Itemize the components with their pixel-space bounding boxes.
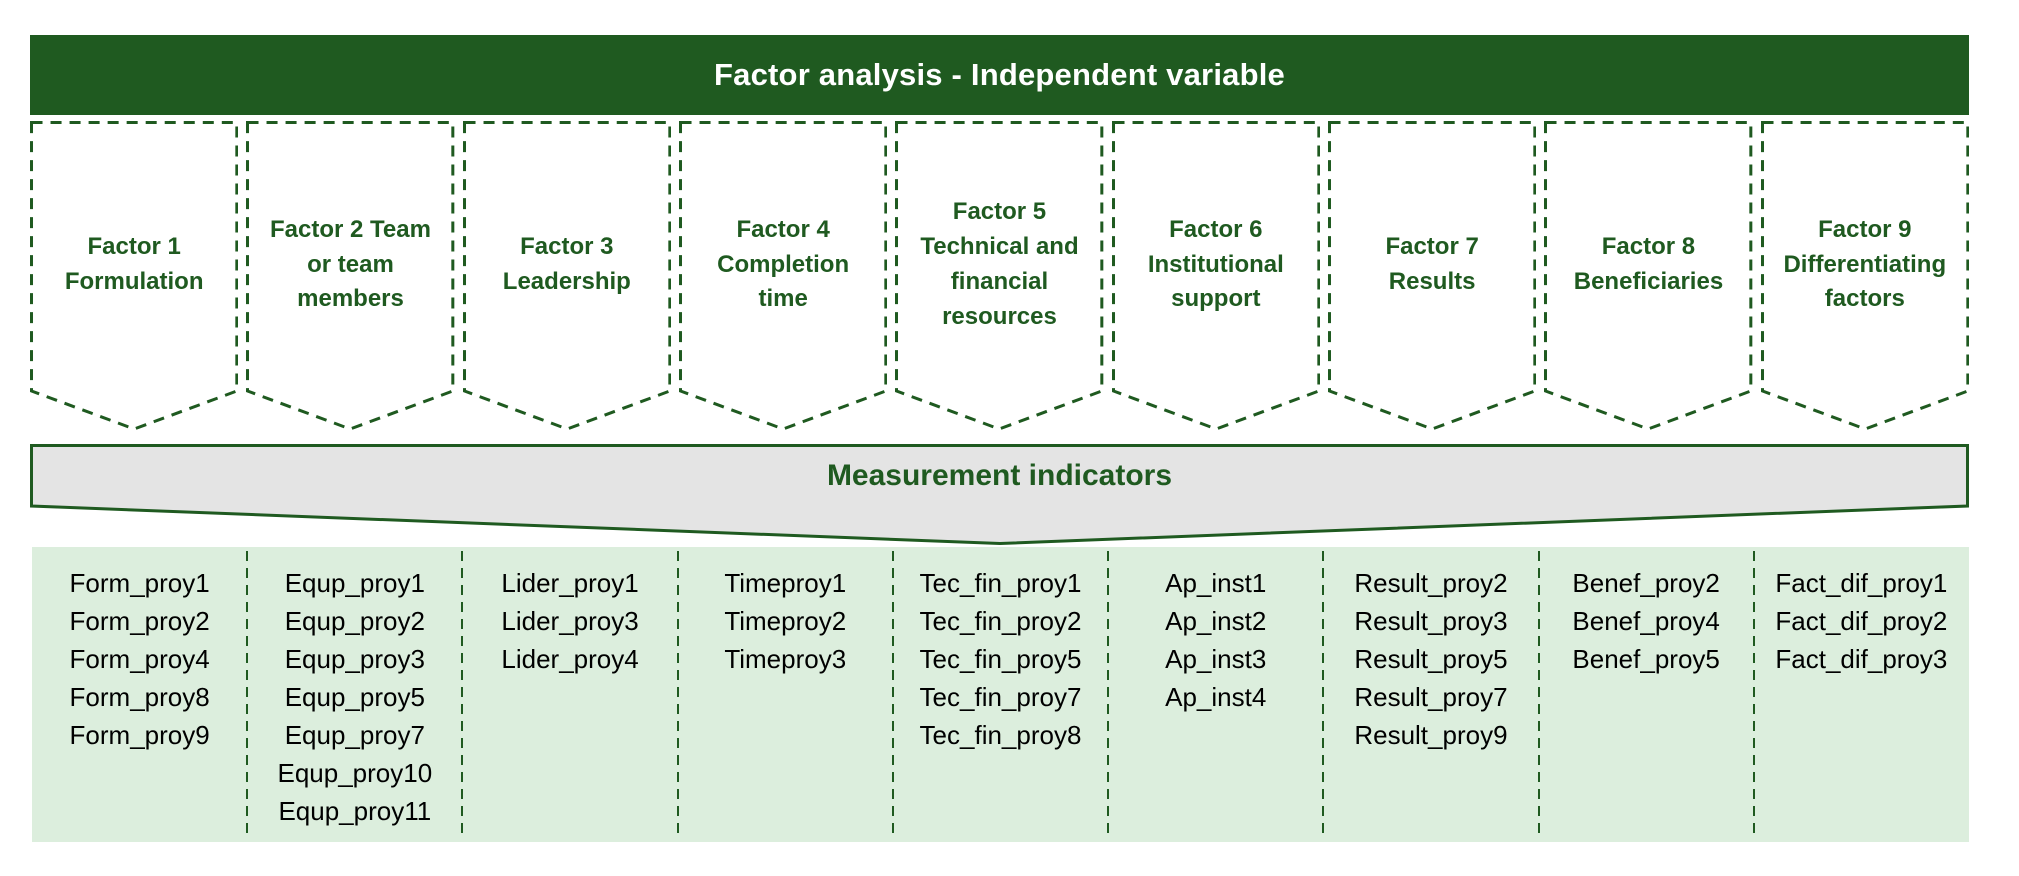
indicator-item: Fact_dif_proy2	[1775, 606, 1948, 636]
measurement-bar: Measurement indicators	[30, 444, 1969, 546]
indicator-item: Tec_fin_proy1	[919, 568, 1082, 598]
indicator-column-9: Fact_dif_proy1 Fact_dif_proy2 Fact_dif_p…	[1754, 547, 1969, 842]
pennant-shape	[30, 121, 239, 431]
pennant-shape	[895, 121, 1104, 431]
indicator-column-2: Equp_proy1 Equp_proy2 Equp_proy3 Equp_pr…	[247, 547, 464, 842]
indicator-item: Result_proy2	[1354, 568, 1508, 598]
factor-label: Factor 4 Completion time	[717, 215, 850, 313]
indicator-item: Form_proy1	[69, 568, 210, 598]
pennant-shape	[678, 121, 888, 431]
pennant-shape	[462, 121, 671, 431]
indicator-item: Form_proy2	[69, 606, 210, 636]
indicator-item: Tec_fin_proy8	[919, 720, 1082, 750]
indicator-item: Result_proy3	[1354, 606, 1508, 636]
indicator-item: Ap_inst1	[1165, 568, 1267, 598]
measurement-bar-label: Measurement indicators	[826, 459, 1173, 492]
indicator-item: Form_proy4	[69, 644, 210, 674]
indicator-item: Equp_proy3	[284, 644, 425, 674]
indicator-item: Result_proy7	[1354, 682, 1508, 712]
factor-label: Factor 7 Results	[1385, 233, 1479, 295]
factor-banner-8: Factor 8 Beneficiaries	[1544, 121, 1753, 431]
pennant-shape	[1327, 121, 1537, 431]
factor-label: Factor 1 Formulation	[64, 233, 204, 295]
indicator-item: Equp_proy5	[284, 682, 425, 712]
indicator-item: Result_proy5	[1354, 644, 1508, 674]
indicator-item: Equp_proy11	[278, 796, 432, 826]
factor-label: Factor 8 Beneficiaries	[1573, 233, 1724, 295]
indicator-item: Tec_fin_proy5	[919, 644, 1082, 674]
indicator-item: Ap_inst2	[1165, 606, 1267, 636]
indicator-item: Lider_proy1	[501, 568, 639, 598]
page-title: Factor analysis - Independent variable	[714, 57, 1285, 92]
indicator-item: Ap_inst4	[1165, 682, 1267, 712]
indicator-item: Equp_proy7	[284, 720, 425, 750]
pennant-shape	[1760, 121, 1969, 431]
indicator-item: Tec_fin_proy7	[919, 682, 1082, 712]
indicator-item: Ap_inst3	[1165, 644, 1267, 674]
indicator-item: Benef_proy2	[1572, 568, 1720, 598]
indicators-panel: Form_proy1 Form_proy2 Form_proy4 Form_pr…	[32, 547, 1969, 842]
indicator-column-4: Timeproy1 Timeproy2 Timeproy3	[678, 547, 895, 842]
factor-label: Factor 6 Institutional support	[1147, 215, 1284, 313]
title-banner: Factor analysis - Independent variable	[30, 35, 1969, 115]
indicator-column-8: Benef_proy2 Benef_proy4 Benef_proy5	[1539, 547, 1755, 842]
factor-banner-9: Factor 9 Differentiating factors	[1760, 121, 1969, 431]
pennant-shape	[246, 121, 455, 431]
indicator-item: Result_proy9	[1354, 720, 1508, 750]
factor-banner-7: Factor 7 Results	[1327, 121, 1537, 431]
measurement-bar-shape	[30, 444, 1969, 546]
factor-banner-1: Factor 1 Formulation	[30, 121, 239, 431]
indicator-item: Equp_proy1	[284, 568, 425, 598]
indicator-item: Lider_proy3	[501, 606, 639, 636]
factor-label: Factor 3 Leadership	[502, 233, 631, 295]
indicator-item: Benef_proy5	[1572, 644, 1720, 674]
pennant-shape	[1544, 121, 1753, 431]
indicator-item: Equp_proy2	[284, 606, 425, 636]
indicator-item: Form_proy8	[69, 682, 210, 712]
factor-banner-2: Factor 2 Team or team members	[246, 121, 455, 431]
indicator-item: Form_proy9	[69, 720, 210, 750]
factor-banner-3: Factor 3 Leadership	[462, 121, 671, 431]
indicator-item: Lider_proy4	[501, 644, 639, 674]
indicator-item: Benef_proy4	[1572, 606, 1720, 636]
indicator-item: Timeproy3	[724, 644, 847, 674]
factor-label: Factor 2 Team or team members	[270, 215, 431, 313]
indicator-item: Timeproy2	[724, 606, 847, 636]
indicator-column-7: Result_proy2 Result_proy3 Result_proy5 R…	[1323, 547, 1540, 842]
indicator-item: Fact_dif_proy1	[1775, 568, 1948, 598]
factor-banner-5: Factor 5 Technical and financial resourc…	[895, 121, 1104, 431]
indicator-column-5: Tec_fin_proy1 Tec_fin_proy2 Tec_fin_proy…	[893, 547, 1110, 842]
factor-label: Factor 5 Technical and financial resourc…	[920, 198, 1079, 330]
indicator-column-6: Ap_inst1 Ap_inst2 Ap_inst3 Ap_inst4	[1108, 547, 1325, 842]
indicator-column-1: Form_proy1 Form_proy2 Form_proy4 Form_pr…	[32, 547, 249, 842]
pennant-shape	[1111, 121, 1320, 431]
factor-banner-4: Factor 4 Completion time	[678, 121, 888, 431]
indicator-item: Timeproy1	[724, 568, 847, 598]
factor-label: Factor 9 Differentiating factors	[1783, 215, 1947, 313]
indicator-column-3: Lider_proy1 Lider_proy3 Lider_proy4	[462, 547, 679, 842]
factor-banner-row: Factor 1 Formulation Factor 2 Team or te…	[30, 121, 1969, 431]
indicator-item: Tec_fin_proy2	[919, 606, 1082, 636]
indicator-item: Equp_proy10	[277, 758, 433, 788]
factor-banner-6: Factor 6 Institutional support	[1111, 121, 1320, 431]
indicator-item: Fact_dif_proy3	[1775, 644, 1948, 674]
